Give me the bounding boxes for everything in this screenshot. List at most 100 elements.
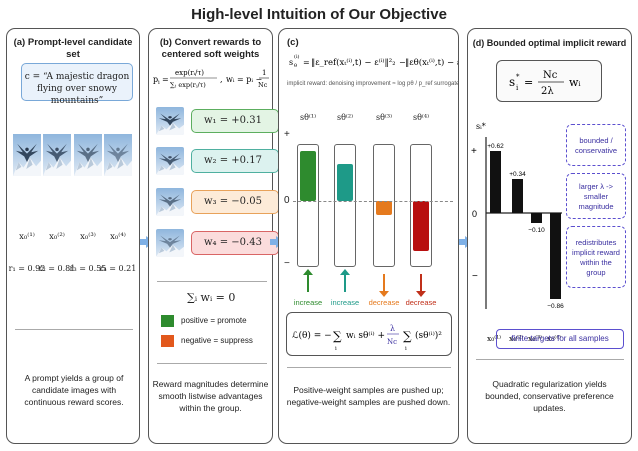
weight-thumbnail	[156, 188, 184, 216]
panel-d-title: (d) Bounded optimal implicit reward	[472, 38, 627, 48]
implicit-reward-formula: s θ (i) = ‖ε_ref(xₜ⁽ⁱ⁾,t) − ε⁽ⁱ⁾‖²₂ − ‖ε…	[287, 53, 458, 87]
candidate-label: x₀⁽¹⁾	[19, 232, 35, 242]
loss-sum-1: ∑	[333, 329, 342, 343]
formula-sub: i	[158, 80, 160, 86]
property-note: bounded /conservative	[566, 124, 626, 166]
implicit-reward-label: sθ⁽³⁾	[375, 113, 393, 122]
bar-value-label: −0.86	[547, 303, 564, 310]
panel-b-footer: Reward magnitudes determine smooth listw…	[149, 378, 272, 414]
weight-box: w₃ = −0.05	[191, 190, 279, 214]
panel-d-divider	[476, 359, 624, 360]
formula-eq: =	[303, 58, 310, 67]
panel-a-footer: A prompt yields a group of candidate ima…	[9, 372, 139, 408]
formula-term-1: ‖ε_ref(xₜ⁽ⁱ⁾,t) − ε⁽ⁱ⁾‖²₂	[311, 57, 396, 68]
formula-comma: ,	[220, 75, 223, 84]
dragon-image-icon	[156, 229, 184, 257]
formula-eq: =	[162, 75, 169, 84]
dragon-image-icon	[156, 107, 184, 135]
formula-denominator: ∑ⱼ exp(rⱼ/τ)	[170, 81, 206, 89]
panel-b-footer-line: Reward magnitudes determine	[152, 379, 269, 389]
property-note-line: redistributes	[575, 238, 617, 247]
property-note-line: implicit reward	[572, 248, 620, 257]
down-arrow-icon	[379, 274, 389, 297]
axis-zero: 0	[284, 195, 290, 206]
legend-negative: negative = suppress	[181, 336, 253, 345]
candidate-reward: r₄ = 0.21	[99, 264, 137, 273]
loss-term-1: wᵢ sθ⁽ⁱ⁾ +	[346, 330, 385, 341]
dragon-image-icon	[43, 134, 71, 176]
panel-d-footer: Quadratic regularization yields bounded,…	[468, 378, 631, 414]
panel-c: (c) s θ (i) = ‖ε_ref(xₜ⁽ⁱ⁾,t) − ε⁽ⁱ⁾‖²₂ …	[278, 28, 459, 444]
property-note-line: group	[586, 268, 606, 277]
panel-a: (a) Prompt-level candidate set c = “A ma…	[6, 28, 140, 444]
bar-value-label: +0.34	[509, 171, 526, 178]
optimal-formula: s * i = Nc 2λ wᵢ	[509, 70, 581, 97]
weight-box: w₁ = +0.31	[191, 109, 279, 133]
figure-title: High-level Intuition of Our Objective	[191, 6, 447, 23]
formula-one: 1	[262, 69, 266, 77]
panel-d-footer-line: updates.	[533, 403, 566, 413]
dragon-image-icon	[104, 134, 132, 176]
y-tick-minus: −	[472, 271, 478, 282]
panel-c-footer-line: Positive-weight samples are pushed up;	[293, 385, 444, 395]
weight-thumbnail	[156, 229, 184, 257]
optimal-reward-bar	[550, 213, 561, 299]
bar-action-label: decrease	[405, 298, 437, 307]
panel-a-footer-line: candidate images with	[31, 385, 117, 395]
panel-d-footer-line: Quadratic regularization yields	[492, 379, 607, 389]
candidate-label: x₀⁽²⁾	[49, 232, 65, 242]
loss-term-2: (sθ⁽ⁱ⁾)²	[415, 330, 442, 341]
formula-star: *	[516, 73, 520, 81]
candidate-image	[43, 120, 71, 190]
loss-lambda: λ	[390, 324, 395, 333]
panel-b-title: (b) Convert rewards to centered soft wei…	[149, 37, 272, 61]
formula-2lambda: 2λ	[541, 86, 554, 97]
dragon-image-icon	[156, 147, 184, 175]
up-arrow-icon	[303, 269, 313, 292]
formula-caption: implicit reward: denoising improvement ≈…	[287, 81, 458, 87]
y-axis-label: sᵢ*	[476, 122, 486, 131]
optimal-reward-bar	[531, 213, 542, 223]
formula-nc: Nc	[543, 70, 558, 81]
weight-box: w₂ = +0.17	[191, 149, 279, 173]
weight-thumbnail	[156, 107, 184, 135]
formula-term-2: ‖εθ(xₜ⁽ⁱ⁾,t) − ε⁽ⁱ⁾‖²₂	[405, 57, 458, 68]
legend-positive: positive = promote	[181, 316, 247, 325]
optimal-formula-box: s * i = Nc 2λ wᵢ	[496, 60, 602, 102]
candidate-reward: r₁ = 0.92	[8, 264, 46, 273]
panel-b: (b) Convert rewards to centered soft wei…	[148, 28, 279, 444]
panel-d: (d) Bounded optimal implicit reward s * …	[467, 28, 632, 444]
implicit-reward-bar	[300, 151, 316, 201]
sum-constraint: ∑ᵢ wᵢ = 0	[187, 291, 236, 304]
dragon-image-icon	[74, 134, 102, 176]
prompt-box: c = “A majestic dragon flying over snowy…	[21, 63, 133, 106]
bar-action-label: increase	[330, 298, 360, 307]
property-note-line: within the	[580, 258, 612, 267]
up-arrow-icon	[340, 269, 350, 292]
axis-plus: +	[284, 129, 290, 140]
candidate-reward: r₃ = 0.55	[69, 264, 107, 273]
formula-numerator: exp(rᵢ/τ)	[175, 69, 204, 77]
loss-sum-1-index: i	[335, 346, 337, 352]
bar-action-label: decrease	[368, 298, 400, 307]
formula-sup: (i)	[294, 53, 300, 60]
panel-c-title: (c)	[287, 37, 299, 48]
category-label: x₀⁽²⁾	[509, 334, 523, 343]
optimal-reward-bar	[490, 151, 501, 213]
formula-theta: θ	[294, 63, 297, 69]
candidate-label: x₀⁽³⁾	[80, 232, 96, 242]
formula-w: wᵢ = pᵢ −	[226, 75, 262, 84]
panel-a-footer-line: A prompt yields a group of	[24, 373, 124, 383]
formula-s-label: s	[289, 58, 293, 67]
panel-c-divider	[287, 367, 451, 368]
category-label: x₀⁽¹⁾	[487, 334, 501, 343]
loss-nc: Nc	[387, 338, 397, 346]
property-note-line: bounded /	[579, 136, 613, 145]
down-arrow-icon	[416, 274, 426, 297]
panel-a-divider	[15, 329, 133, 330]
panel-a-title: (a) Prompt-level candidate set	[13, 37, 133, 60]
implicit-reward-label: sθ⁽¹⁾	[299, 113, 317, 122]
bar-value-label: +0.62	[487, 143, 504, 150]
panel-b-title-line: (b) Convert rewards to	[159, 37, 262, 48]
